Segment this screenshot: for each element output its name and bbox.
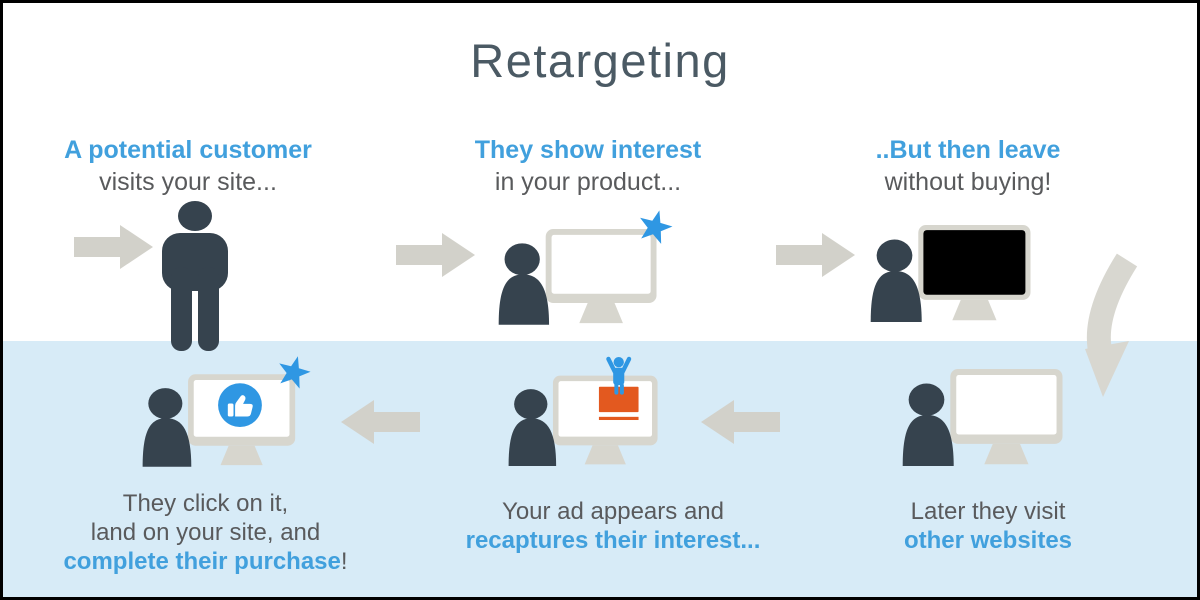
step3-line1: ..But then leave — [875, 136, 1061, 164]
monitor-screen — [956, 375, 1057, 435]
monitor-stand — [579, 302, 623, 324]
person-at-computer-off-icon — [869, 225, 1039, 322]
step2-line1: They show interest — [474, 136, 702, 164]
person-at-computer-interest-icon — [497, 207, 675, 325]
monitor-stand — [584, 445, 626, 465]
step5-caption: Your ad appears and recaptures their int… — [423, 497, 803, 555]
step4-line1: Later they visit — [910, 498, 1066, 525]
person-head — [504, 243, 540, 276]
person-at-computer-purchase-icon — [141, 353, 313, 467]
person-head — [876, 239, 913, 272]
step6-caption: They click on it, land on your site, and… — [18, 489, 393, 576]
left-arrow-icon — [339, 399, 421, 445]
person-head — [908, 383, 945, 416]
person-body — [142, 418, 192, 467]
page-title: Retargeting — [470, 34, 730, 87]
step4-line2: other websites — [903, 527, 1073, 554]
step6-line3-blue: complete their purchase — [63, 548, 341, 575]
person-head — [148, 388, 183, 419]
interest-star-icon — [640, 210, 673, 244]
step3-heading: ..But then leave without buying! — [803, 134, 1133, 198]
person-at-computer-ad-icon — [507, 355, 675, 466]
step6-line3: complete their purchase! — [18, 547, 393, 576]
step6-line3-end: ! — [340, 548, 348, 575]
jumping-person-icon — [606, 356, 632, 395]
curved-down-arrow-icon — [1085, 253, 1145, 400]
step1-heading: A potential customer visits your site... — [18, 134, 358, 198]
monitor-screen — [551, 234, 651, 294]
step1-line1: A potential customer — [64, 136, 312, 164]
step1-line2: visits your site... — [99, 168, 277, 196]
step2-line2: in your product... — [494, 168, 682, 196]
person-body — [498, 274, 550, 325]
monitor-stand — [984, 443, 1029, 465]
step4-caption: Later they visit other websites — [823, 497, 1153, 555]
step2-heading: They show interest in your product... — [423, 134, 753, 198]
step6-line2: land on your site, and — [90, 519, 321, 546]
standing-person-icon — [158, 201, 232, 351]
right-arrow-icon — [395, 232, 477, 278]
purchase-star-icon — [279, 356, 311, 389]
step5-line1: Your ad appears and — [502, 498, 724, 525]
person-body — [902, 414, 954, 466]
right-arrow-icon — [775, 232, 857, 278]
black-screen — [923, 230, 1026, 295]
step3-line2: without buying! — [884, 168, 1052, 196]
thumbs-up-like-icon — [218, 383, 262, 428]
person-body — [508, 418, 557, 466]
monitor-stand — [220, 445, 263, 466]
person-at-computer-browsing-icon — [901, 369, 1071, 466]
person-body — [870, 270, 922, 322]
ad-banner-icon — [598, 386, 639, 421]
left-arrow-icon — [699, 399, 781, 445]
step6-line1: They click on it, — [122, 490, 289, 517]
monitor-stand — [952, 299, 997, 321]
right-arrow-icon — [73, 224, 155, 270]
step5-line2: recaptures their interest... — [465, 527, 761, 554]
person-head — [514, 389, 548, 420]
